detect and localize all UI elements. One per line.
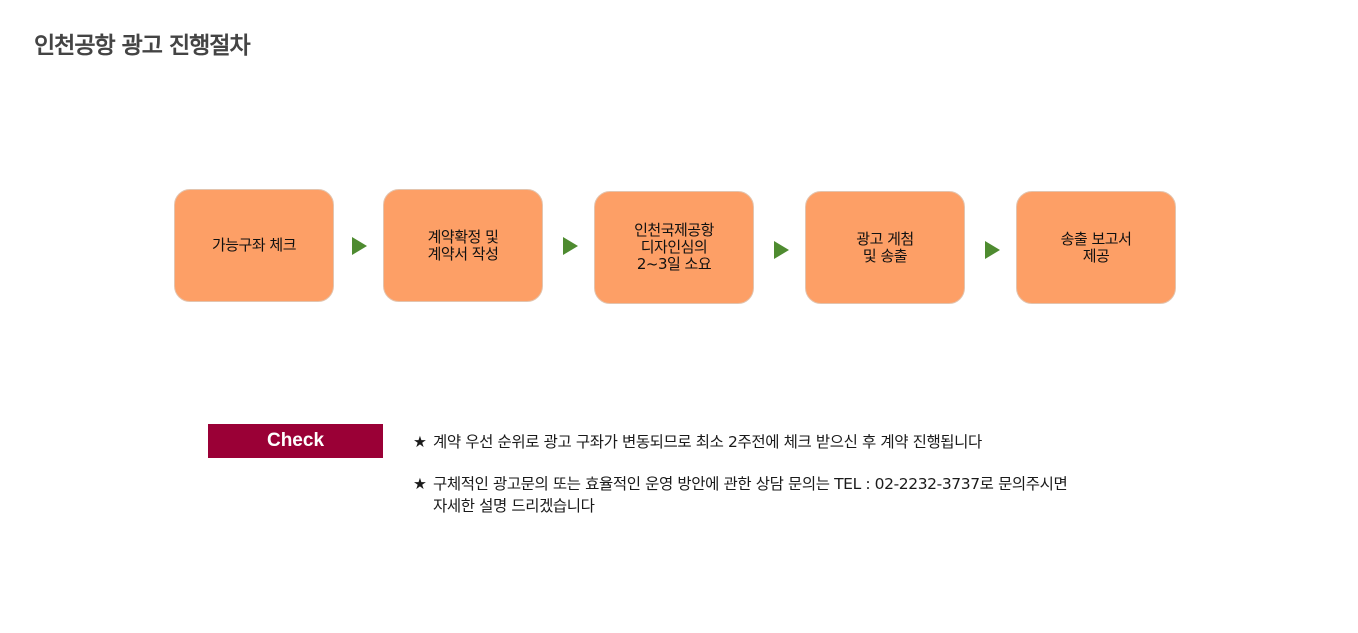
note-text: 구체적인 광고문의 또는 효율적인 운영 방안에 관한 상담 문의는 TEL :… <box>433 475 1068 493</box>
note-line: ★ 계약 우선 순위로 광고 구좌가 변동되므로 최소 2주전에 체크 받으신 후… <box>413 431 982 453</box>
step-ad-posting: 광고 게첨 및 송출 <box>805 191 965 304</box>
note-priority: ★ 계약 우선 순위로 광고 구좌가 변동되므로 최소 2주전에 체크 받으신 후… <box>413 431 982 453</box>
check-badge: Check <box>208 424 383 458</box>
star-icon: ★ <box>413 433 427 451</box>
step-contract: 계약확정 및 계약서 작성 <box>383 189 543 302</box>
note-contact: ★ 구체적인 광고문의 또는 효율적인 운영 방안에 관한 상담 문의는 TEL … <box>413 473 1068 517</box>
star-icon: ★ <box>413 475 427 493</box>
note-line: ★ 구체적인 광고문의 또는 효율적인 운영 방안에 관한 상담 문의는 TEL … <box>413 473 1068 495</box>
step-label: 송출 보고서 제공 <box>1060 229 1132 265</box>
step-label: 계약확정 및 계약서 작성 <box>427 227 499 263</box>
arrow-right-icon <box>563 237 578 255</box>
step-availability-check: 가능구좌 체크 <box>174 189 334 302</box>
arrow-right-icon <box>352 237 367 255</box>
arrow-right-icon <box>774 241 789 259</box>
note-text: 계약 우선 순위로 광고 구좌가 변동되므로 최소 2주전에 체크 받으신 후 … <box>433 433 982 451</box>
note-line: 자세한 설명 드리겠습니다 <box>413 495 1067 517</box>
step-label: 가능구좌 체크 <box>211 236 297 254</box>
step-label: 인천국제공항 디자인심의 2~3일 소요 <box>634 221 714 273</box>
page-title: 인천공항 광고 진행절차 <box>34 33 251 59</box>
arrow-right-icon <box>985 241 1000 259</box>
note-text: 자세한 설명 드리겠습니다 <box>433 497 595 515</box>
step-report: 송출 보고서 제공 <box>1016 191 1176 304</box>
step-label: 광고 게첨 및 송출 <box>856 229 914 265</box>
step-design-review: 인천국제공항 디자인심의 2~3일 소요 <box>594 191 754 304</box>
